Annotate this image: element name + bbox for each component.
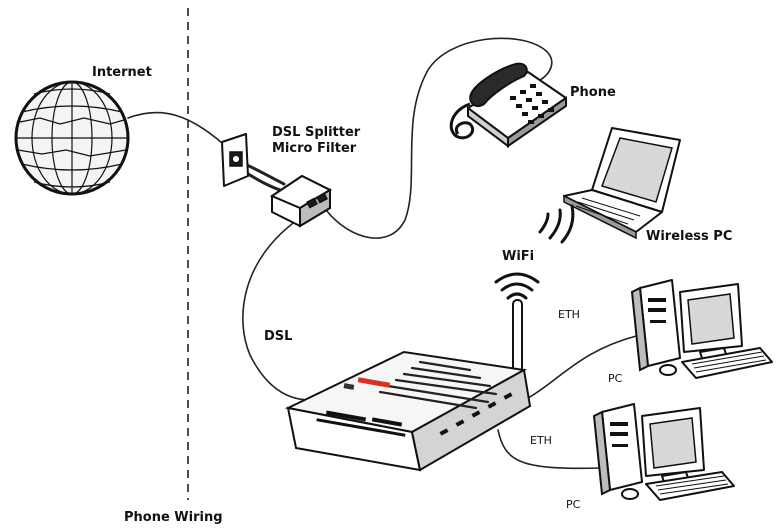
wall-socket-icon — [221, 133, 249, 187]
wifi-waves-laptop-icon — [538, 204, 575, 244]
desktop-pc-upper-icon — [630, 279, 773, 379]
wifi-label: WiFi — [502, 249, 534, 264]
desktop-pc-lower-icon — [592, 403, 735, 501]
internet-globe-icon — [14, 80, 130, 196]
dsl-splitter-icon — [269, 174, 333, 228]
internet-cable — [127, 111, 233, 153]
eth-upper-label: ETH — [558, 308, 580, 321]
phone-wiring-label: Phone Wiring — [124, 510, 223, 525]
dsl-wifi-router-icon — [284, 299, 532, 472]
micro-filter-label: Micro Filter — [272, 141, 357, 156]
eth-cable-upper — [527, 334, 641, 399]
internet-label: Internet — [92, 65, 152, 80]
pc-lower-label: PC — [566, 498, 581, 511]
dsl-label: DSL — [264, 329, 292, 344]
pc-upper-label: PC — [608, 372, 623, 385]
dsl-splitter-label: DSL Splitter — [272, 125, 361, 140]
wireless-laptop-icon — [563, 127, 681, 240]
eth-cable-lower — [497, 429, 601, 470]
wifi-waves-router-icon — [494, 272, 540, 300]
phone-label: Phone — [570, 85, 616, 100]
eth-lower-label: ETH — [530, 434, 552, 447]
wireless-pc-label: Wireless PC — [646, 229, 732, 244]
phone-icon — [449, 62, 567, 148]
phone-cable — [325, 37, 553, 239]
dsl-cable — [242, 217, 311, 401]
